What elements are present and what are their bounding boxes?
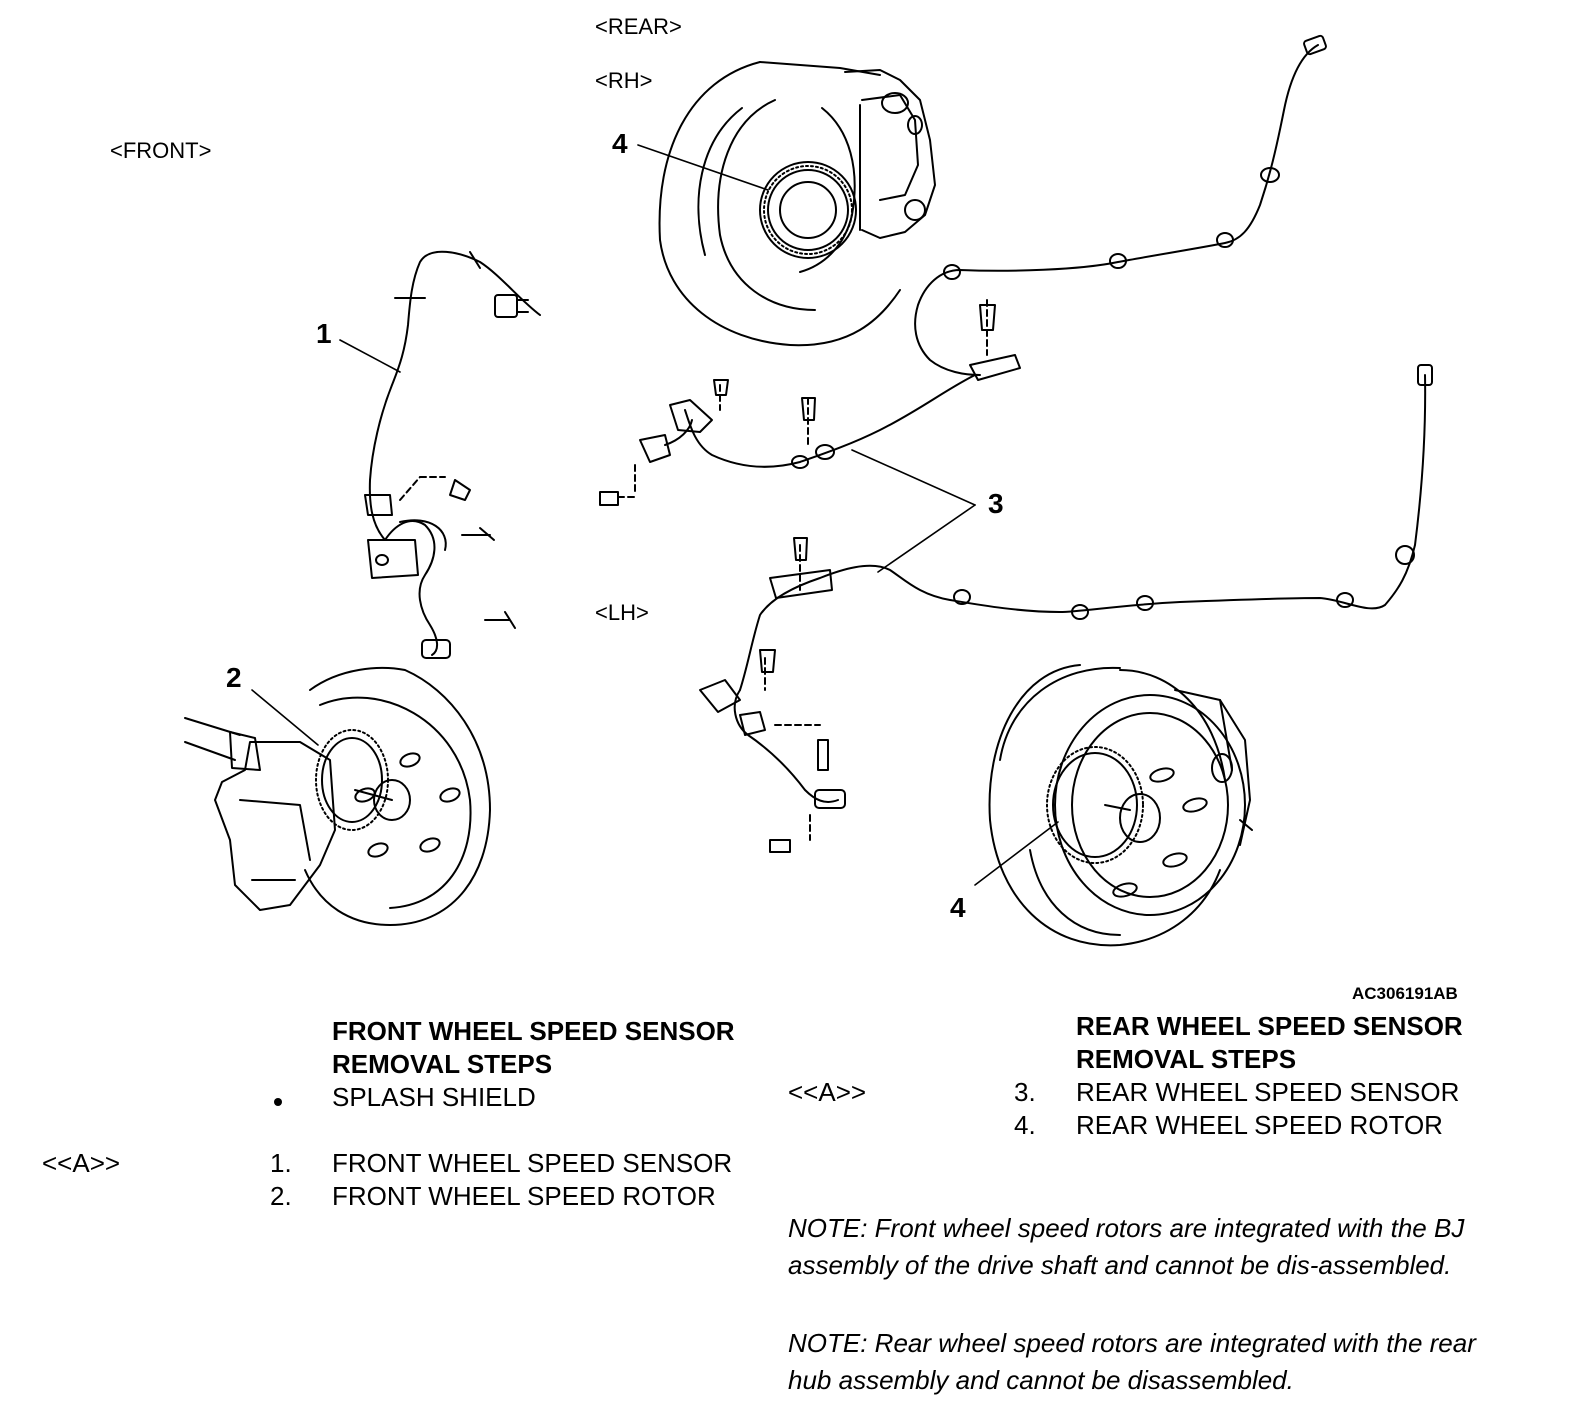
callout-4-rh: 4 — [612, 128, 628, 159]
rear-step-4-text: REAR WHEEL SPEED ROTOR — [1076, 1110, 1443, 1140]
front-heading-line2: REMOVAL STEPS — [332, 1049, 553, 1079]
rear-rh-sensor-harness — [599, 34, 1327, 506]
rear-step-4-num: 4. — [1014, 1110, 1036, 1140]
rear-lh-sensor-harness — [699, 364, 1433, 853]
front-step-2-text: FRONT WHEEL SPEED ROTOR — [332, 1181, 716, 1211]
rear-heading-line1: REAR WHEEL SPEED SENSOR — [1076, 1011, 1463, 1041]
front-step-1-num: 1. — [270, 1148, 292, 1178]
front-ref-mark: <<A>> — [42, 1148, 121, 1178]
rh-view-label: <RH> — [595, 68, 653, 93]
callout-4-lh: 4 — [950, 892, 966, 923]
front-bullet-item: SPLASH SHIELD — [332, 1082, 536, 1112]
rear-step-3-text: REAR WHEEL SPEED SENSOR — [1076, 1077, 1460, 1107]
rear-heading-line2: REMOVAL STEPS — [1076, 1044, 1297, 1074]
front-heading-line1: FRONT WHEEL SPEED SENSOR — [332, 1016, 735, 1046]
note-rear-rotor: NOTE: Rear wheel speed rotors are integr… — [788, 1328, 1476, 1395]
callout-2: 2 — [226, 662, 242, 693]
exploded-view-diagram — [184, 34, 1433, 947]
front-brake-assembly — [184, 666, 491, 926]
lh-view-label: <LH> — [595, 600, 649, 625]
front-view-label: <FRONT> — [110, 138, 212, 163]
rear-view-label: <REAR> — [595, 14, 682, 39]
rear-lh-brake-assembly — [988, 664, 1253, 947]
callout-leaders — [251, 144, 1059, 886]
figure-code: AC306191AB — [1352, 984, 1458, 1003]
bullet-dot — [274, 1098, 282, 1106]
rear-ref-mark: <<A>> — [788, 1077, 867, 1107]
callout-1: 1 — [316, 318, 332, 349]
rear-rh-brake-assembly — [658, 61, 936, 347]
front-step-1-text: FRONT WHEEL SPEED SENSOR — [332, 1148, 733, 1178]
front-sensor-harness — [364, 250, 541, 659]
note-front-rotor: NOTE: Front wheel speed rotors are integ… — [788, 1213, 1465, 1280]
front-step-2-num: 2. — [270, 1181, 292, 1211]
callout-3: 3 — [988, 488, 1004, 519]
rear-step-3-num: 3. — [1014, 1077, 1036, 1107]
